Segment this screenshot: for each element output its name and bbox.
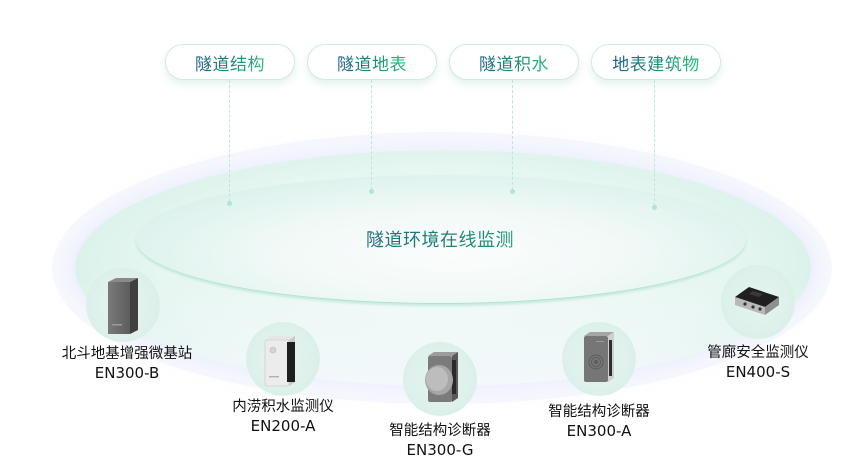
center-title: 隧道环境在线监测 xyxy=(300,226,580,252)
device-model: EN200-A xyxy=(250,417,316,435)
device-model: EN400-S xyxy=(725,363,791,381)
base-station-tower-icon[interactable] xyxy=(106,276,140,336)
device-label-en300-b: 北斗地基增强微基站 EN300-B xyxy=(27,345,227,383)
category-pill-label: 地表建筑物 xyxy=(612,50,700,75)
device-name: 内涝积水监测仪 xyxy=(232,399,334,415)
device-name: 北斗地基增强微基站 xyxy=(61,346,193,362)
structure-diagnostic-rfid-icon[interactable] xyxy=(582,332,616,384)
device-label-en200-a: 内涝积水监测仪 EN200-A xyxy=(183,398,383,436)
connector-dot-1 xyxy=(227,201,232,206)
category-pill-tunnel-structure[interactable]: 隧道结构 xyxy=(165,44,295,80)
structure-diagnostic-round-icon[interactable] xyxy=(422,352,462,406)
device-label-en300-g: 智能结构诊断器 EN300-G xyxy=(340,422,540,460)
connector-line-2 xyxy=(371,80,372,190)
device-label-en300-a: 智能结构诊断器 EN300-A xyxy=(499,403,699,441)
connector-line-1 xyxy=(229,80,230,202)
connector-line-3 xyxy=(512,80,513,190)
connector-dot-2 xyxy=(369,189,374,194)
category-pill-tunnel-water[interactable]: 隧道积水 xyxy=(449,44,579,80)
connector-line-4 xyxy=(654,80,655,206)
pipe-gallery-monitor-icon[interactable] xyxy=(733,285,781,319)
category-pill-label: 隧道地表 xyxy=(337,50,407,75)
device-model: EN300-G xyxy=(406,441,474,459)
device-name: 管廊安全监测仪 xyxy=(707,345,809,361)
category-pill-tunnel-surface[interactable]: 隧道地表 xyxy=(307,44,437,80)
category-pill-label: 隧道积水 xyxy=(479,50,549,75)
connector-dot-3 xyxy=(510,189,515,194)
device-model: EN300-B xyxy=(94,364,160,382)
device-label-en400-s: 管廊安全监测仪 EN400-S xyxy=(658,344,854,382)
waterlogging-monitor-icon[interactable] xyxy=(263,336,299,388)
inner-platform xyxy=(136,175,746,304)
category-pill-label: 隧道结构 xyxy=(195,50,265,75)
category-pill-surface-buildings[interactable]: 地表建筑物 xyxy=(591,44,721,80)
device-name: 智能结构诊断器 xyxy=(548,404,650,420)
connector-dot-4 xyxy=(652,205,657,210)
device-name: 智能结构诊断器 xyxy=(389,423,491,439)
device-model: EN300-A xyxy=(566,422,632,440)
